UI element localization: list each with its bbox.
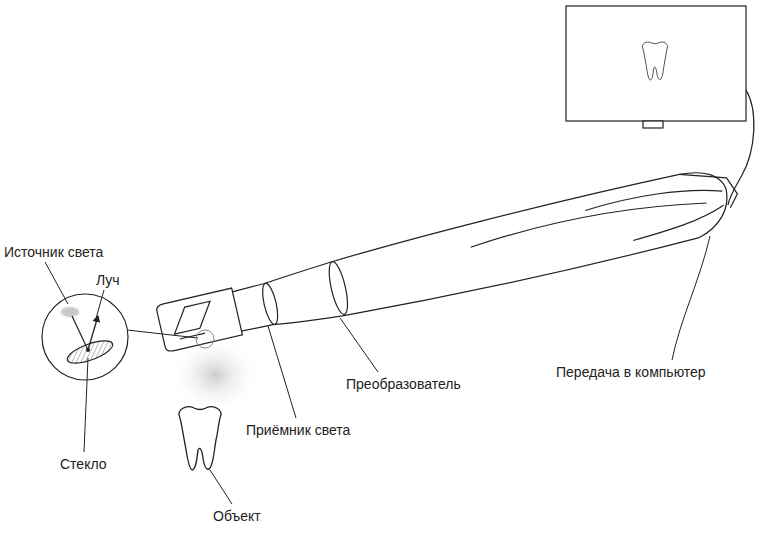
- part-label: Объект: [213, 508, 261, 524]
- scanner-wand: [153, 162, 745, 362]
- monitor: [566, 6, 754, 205]
- optics-inset: [42, 294, 214, 380]
- part-label: Преобразователь: [346, 376, 461, 392]
- part-label: Стекло: [60, 456, 107, 472]
- part-label: Передача в компьютер: [556, 364, 706, 380]
- tooth-object: [179, 407, 221, 470]
- part-label: Луч: [96, 272, 120, 288]
- part-label: Приёмник света: [246, 422, 350, 438]
- part-label: Источник света: [4, 244, 103, 260]
- leader-lines: [45, 236, 710, 504]
